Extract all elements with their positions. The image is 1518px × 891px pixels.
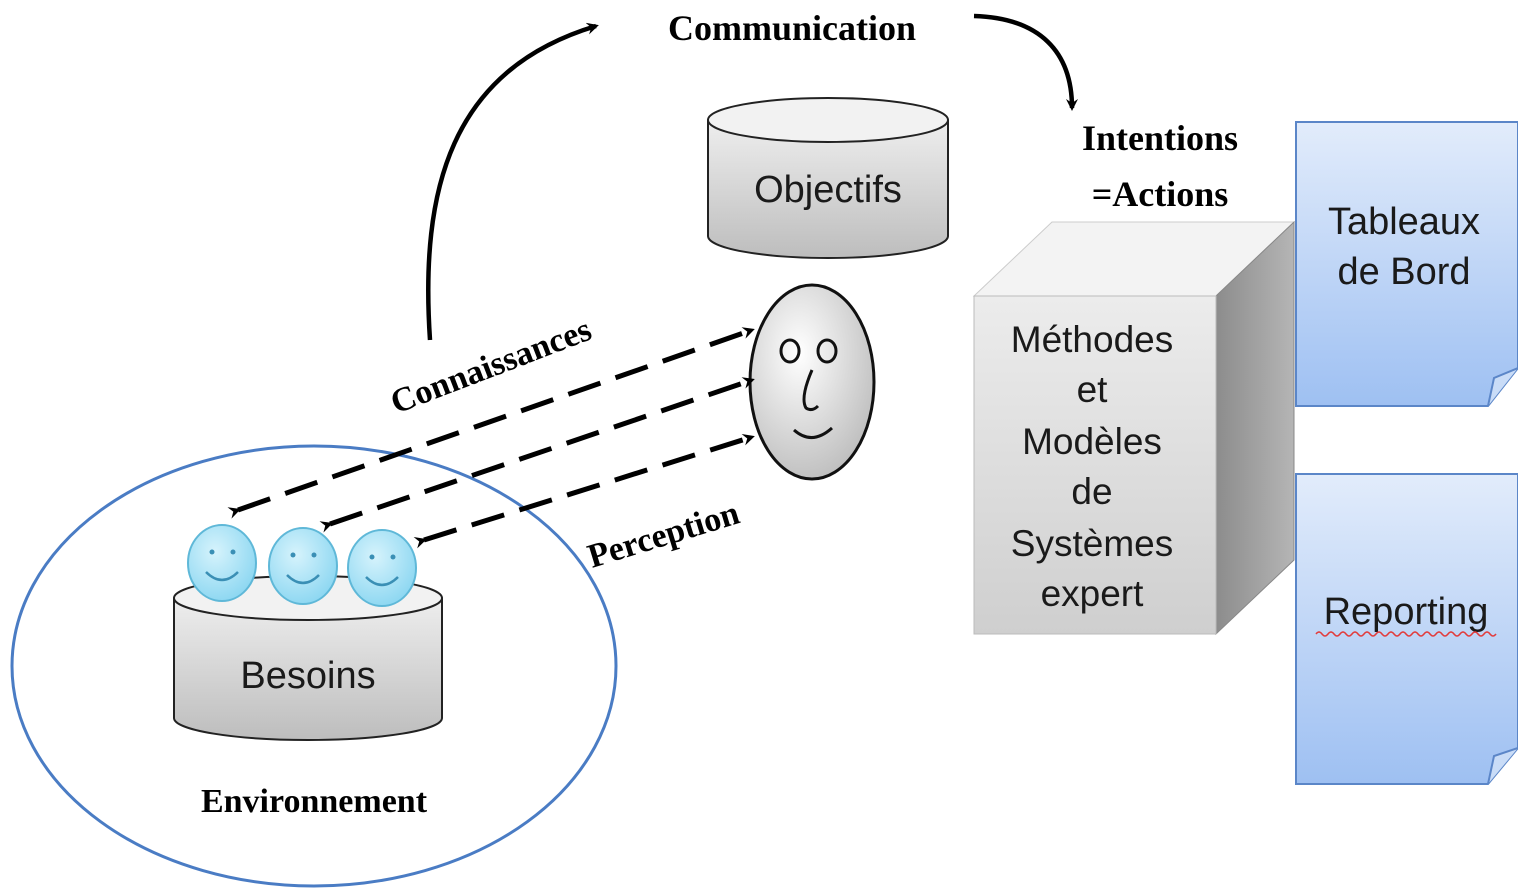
besoins-label: Besoins <box>240 655 375 697</box>
objectifs-cylinder <box>707 97 949 259</box>
methods-line: de <box>1071 471 1112 512</box>
methods-text: Méthodes et Modèles de Systèmes expert <box>1011 319 1174 614</box>
user-face-icon <box>347 529 417 607</box>
intentions-arrow <box>973 13 1078 111</box>
methods-cube <box>972 220 1296 636</box>
methods-line: Méthodes <box>1011 319 1174 360</box>
intentions-label: Intentions <box>1082 118 1238 158</box>
environnement-label: Environnement <box>201 783 428 820</box>
methods-line: Systèmes <box>1011 523 1173 564</box>
objectifs-label: Objectifs <box>754 169 902 211</box>
communication-arrow <box>426 22 599 341</box>
tableaux-label: Tableaux <box>1328 201 1480 243</box>
methods-line: Modèles <box>1022 421 1162 462</box>
reporting-label: Reporting <box>1324 591 1489 633</box>
methods-line: expert <box>1041 573 1145 614</box>
perception-label: Perception <box>584 495 744 576</box>
spellcheck-underline <box>1315 631 1497 637</box>
methods-line: et <box>1077 369 1109 410</box>
reporting-document <box>1295 473 1518 785</box>
actions-label: =Actions <box>1092 174 1229 214</box>
user-face-icon <box>187 524 257 602</box>
perception-arrows <box>227 327 755 549</box>
tableaux-document <box>1295 121 1518 407</box>
de-bord-label: de Bord <box>1337 251 1470 293</box>
connaissances-label: Connaissances <box>386 311 597 421</box>
user-face-icon <box>268 527 338 605</box>
communication-label: Communication <box>668 8 916 48</box>
observer-face-icon <box>748 283 876 481</box>
